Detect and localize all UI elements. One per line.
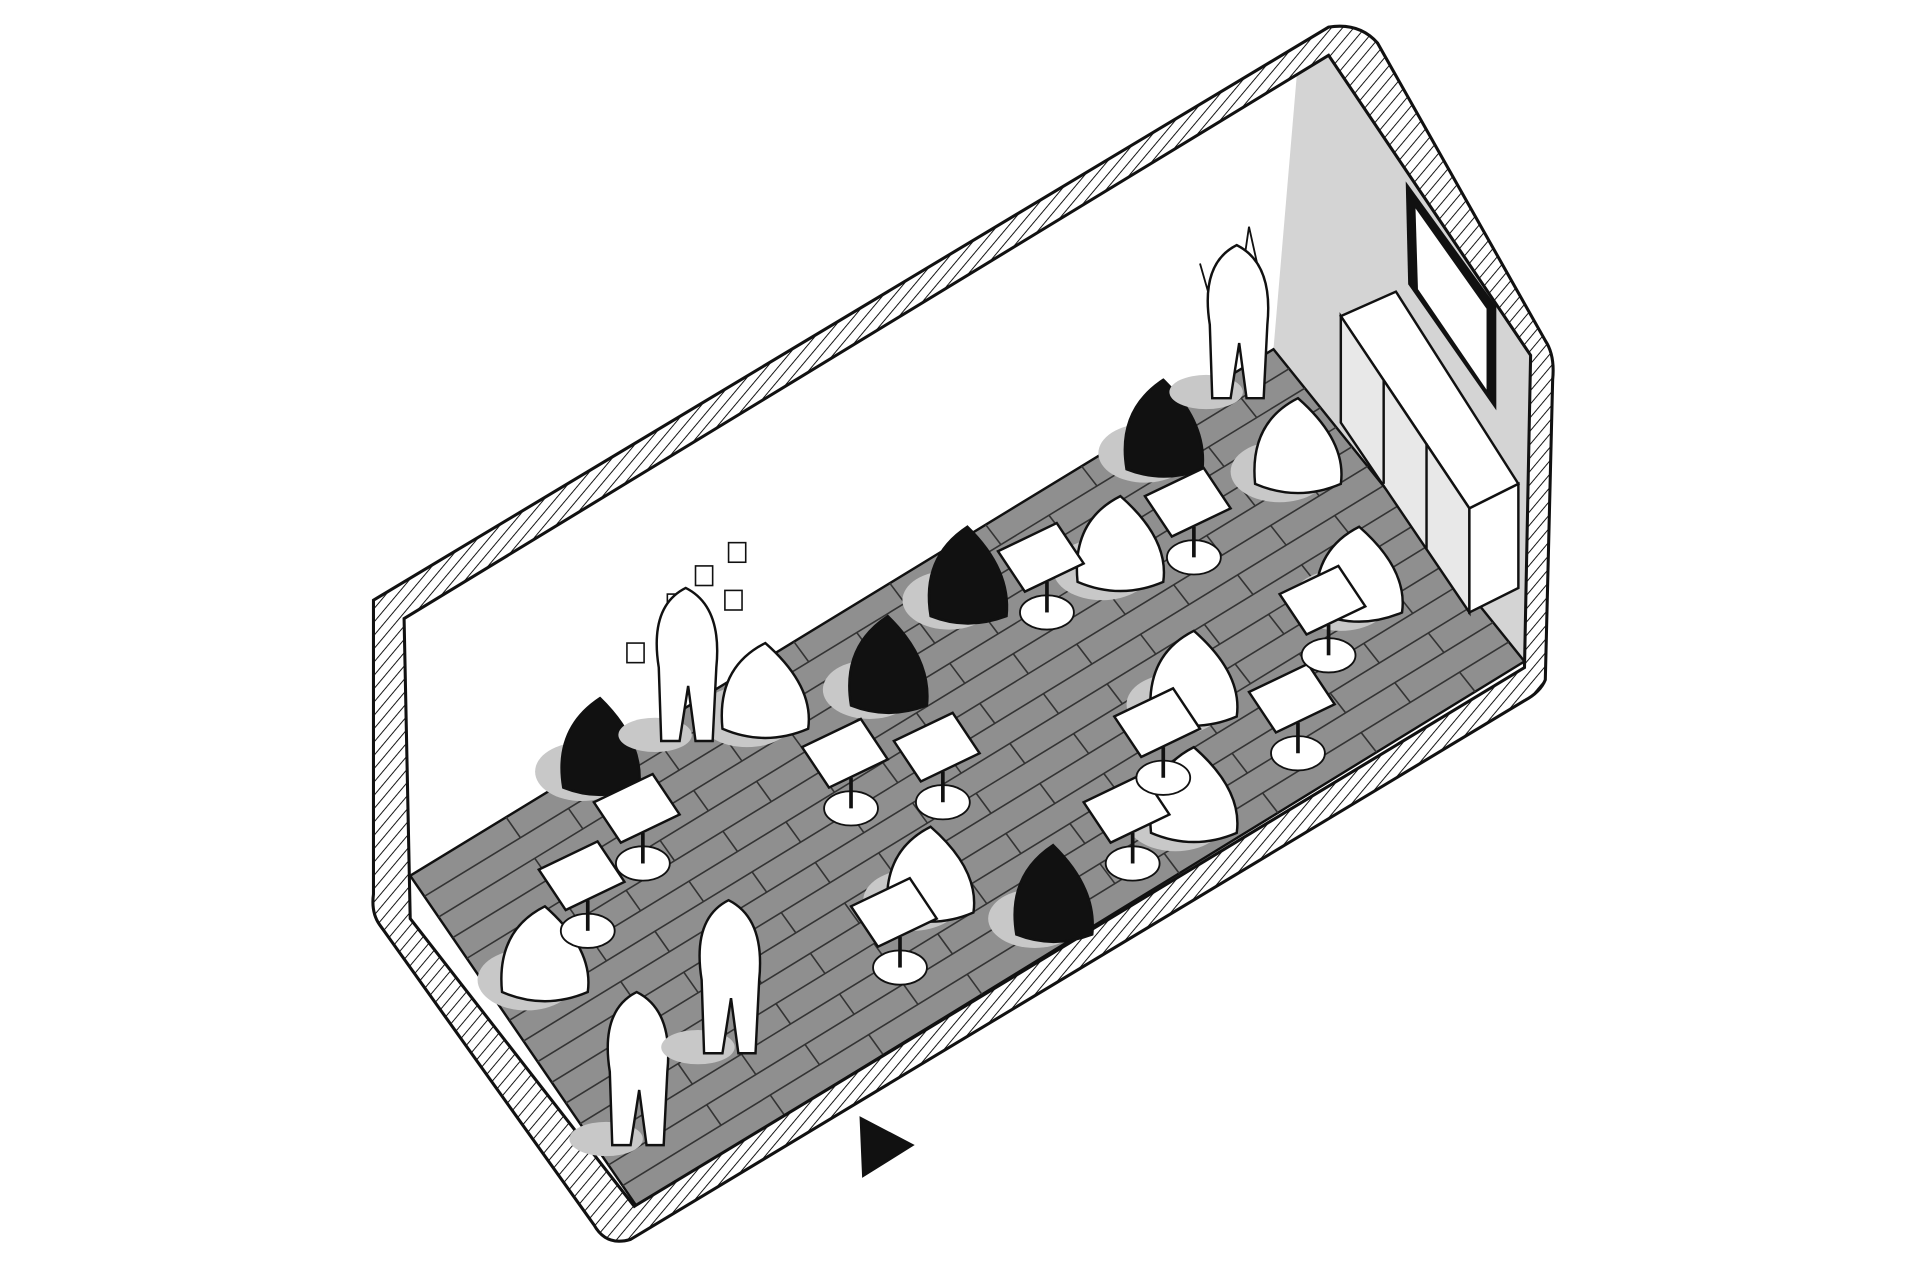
desk — [592, 772, 682, 882]
wall-frame — [371, 24, 1555, 1243]
person — [569, 990, 670, 1157]
beanbag-dark — [988, 843, 1094, 948]
beanbag-white — [1230, 396, 1343, 503]
person — [1169, 243, 1270, 410]
person — [661, 898, 762, 1065]
desk — [849, 876, 939, 986]
desk — [536, 839, 627, 949]
back-wall — [404, 55, 1329, 876]
tv-screen-inner — [1415, 208, 1487, 390]
beanbag-white — [697, 641, 811, 748]
beanbag-dark — [822, 614, 929, 719]
desk — [892, 711, 982, 821]
desk — [800, 717, 890, 827]
desk — [1143, 466, 1233, 576]
cabinet — [1338, 290, 1521, 617]
person — [618, 586, 719, 753]
desk — [1112, 686, 1202, 796]
beanbag-dark — [902, 525, 1009, 630]
desk — [1247, 662, 1337, 772]
desk — [1277, 564, 1368, 674]
play-icon[interactable] — [859, 1116, 915, 1178]
desk — [996, 521, 1086, 631]
